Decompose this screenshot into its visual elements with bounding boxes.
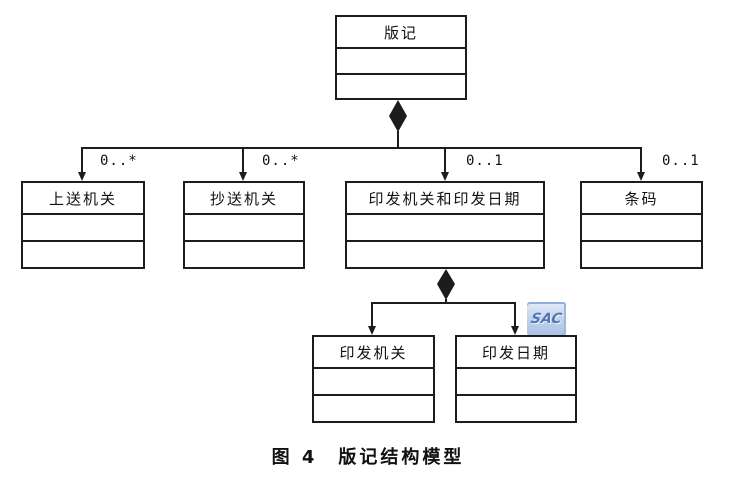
class-operations-compartment — [337, 72, 465, 99]
arrowhead-icon — [511, 326, 519, 335]
arrowhead-icon — [441, 172, 449, 181]
class-attributes-compartment — [185, 213, 303, 240]
uml-class-yinfa-riqi: 印发日期 — [455, 335, 577, 423]
class-attributes-compartment — [337, 47, 465, 73]
class-operations-compartment — [347, 240, 543, 267]
class-attributes-compartment — [457, 367, 575, 394]
composition-diamond-icon — [437, 269, 455, 300]
class-title: 上送机关 — [48, 189, 117, 208]
class-title: 抄送机关 — [209, 189, 278, 208]
class-attributes-compartment — [582, 213, 701, 240]
class-attributes-compartment — [347, 213, 543, 240]
class-title: 条码 — [624, 189, 659, 208]
figure-caption: 图 4 版记结构模型 — [271, 447, 465, 468]
sac-watermark-text: SAC — [529, 311, 564, 327]
multiplicity-label: 0..* — [100, 153, 138, 169]
class-title: 版记 — [383, 23, 418, 42]
uml-class-chaosong-jiguan: 抄送机关 — [183, 181, 305, 269]
class-title: 印发机关和印发日期 — [368, 189, 522, 208]
uml-class-yinfa-jiguan: 印发机关 — [312, 335, 435, 423]
class-operations-compartment — [457, 394, 575, 421]
multiplicity-label: 0..1 — [662, 153, 700, 169]
uml-class-shangsong-jiguan: 上送机关 — [21, 181, 145, 269]
class-operations-compartment — [582, 240, 701, 267]
arrowhead-icon — [637, 172, 645, 181]
multiplicity-label: 0..* — [262, 153, 300, 169]
sac-watermark: SAC — [527, 302, 566, 336]
uml-class-yinfa-jiguan-he-yinfa-riqi: 印发机关和印发日期 — [345, 181, 545, 269]
class-operations-compartment — [23, 240, 143, 267]
class-title: 印发机关 — [339, 343, 408, 362]
class-title: 印发日期 — [481, 343, 550, 362]
arrowhead-icon — [78, 172, 86, 181]
class-attributes-compartment — [23, 213, 143, 240]
class-attributes-compartment — [314, 367, 433, 394]
arrowhead-icon — [239, 172, 247, 181]
composition-diamond-icon — [389, 100, 407, 132]
uml-class-tiaoma: 条码 — [580, 181, 703, 269]
class-operations-compartment — [185, 240, 303, 267]
uml-class-banji: 版记 — [335, 15, 467, 100]
arrowhead-icon — [368, 326, 376, 335]
multiplicity-label: 0..1 — [466, 153, 504, 169]
class-operations-compartment — [314, 394, 433, 421]
